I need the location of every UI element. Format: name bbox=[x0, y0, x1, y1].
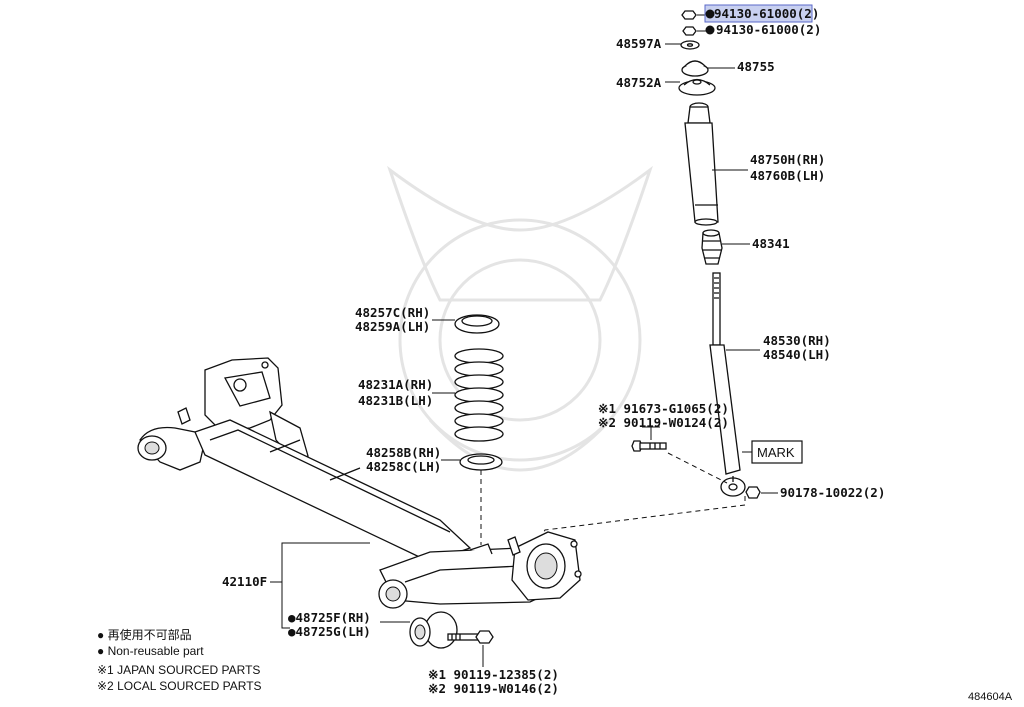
watermark-logo bbox=[387, 165, 653, 472]
upper-insulator-48257C[interactable] bbox=[454, 314, 500, 334]
shock-absorber-48530[interactable] bbox=[709, 272, 746, 497]
diagram-code: 484604A bbox=[968, 691, 1013, 703]
leader-lines-shock bbox=[642, 14, 778, 494]
label-48257C[interactable]: 48257C(RH) bbox=[355, 305, 430, 320]
label-90119-W0146[interactable]: ※2 90119-W0146(2) bbox=[428, 681, 559, 696]
label-90178[interactable]: 90178-10022(2) bbox=[780, 485, 885, 500]
alignment-dashes bbox=[480, 452, 746, 545]
label-48231A[interactable]: 48231A(RH) bbox=[358, 377, 433, 392]
label-90119-W0124[interactable]: ※2 90119-W0124(2) bbox=[598, 415, 729, 430]
label-top-nut-highlighted[interactable]: 94130-61000(2) bbox=[714, 6, 819, 21]
label-48750H[interactable]: 48750H(RH) bbox=[750, 152, 825, 167]
label-48755[interactable]: 48755 bbox=[737, 59, 775, 74]
label-91673[interactable]: ※1 91673-G1065(2) bbox=[598, 401, 729, 416]
top-nut-1[interactable] bbox=[681, 10, 697, 20]
highlight-box bbox=[704, 4, 813, 23]
label-top-nut[interactable]: 94130-61000(2) bbox=[716, 22, 821, 37]
label-48725F[interactable]: ●48725F(RH) bbox=[288, 610, 371, 625]
label-48231B[interactable]: 48231B(LH) bbox=[358, 393, 433, 408]
label-42110F[interactable]: 42110F bbox=[222, 574, 267, 589]
label-48258C[interactable]: 48258C(LH) bbox=[366, 459, 441, 474]
leader-lines-axle bbox=[270, 542, 484, 667]
bush-bolt-90119[interactable] bbox=[447, 630, 494, 644]
label-48540[interactable]: 48540(LH) bbox=[763, 347, 831, 362]
lower-insulator-48258B[interactable] bbox=[459, 453, 503, 471]
bump-stopper-48341[interactable] bbox=[701, 229, 723, 265]
mark-box bbox=[751, 440, 803, 464]
lower-nut-90178[interactable] bbox=[745, 486, 761, 499]
label-48597A[interactable]: 48597A bbox=[616, 36, 662, 51]
top-nut-2[interactable] bbox=[682, 26, 697, 36]
bushing-48725F[interactable] bbox=[409, 611, 458, 649]
label-48760B[interactable]: 48760B(LH) bbox=[750, 168, 825, 183]
label-48341[interactable]: 48341 bbox=[752, 236, 790, 251]
legend-local-sourced: ※2 LOCAL SOURCED PARTS bbox=[97, 679, 262, 693]
legend-japan-sourced: ※1 JAPAN SOURCED PARTS bbox=[97, 663, 260, 677]
label-48258B[interactable]: 48258B(RH) bbox=[366, 445, 441, 460]
label-48259A[interactable]: 48259A(LH) bbox=[355, 319, 430, 334]
seat-48752A[interactable] bbox=[678, 78, 716, 96]
insulator-48755[interactable] bbox=[681, 60, 709, 77]
label-90119-12385[interactable]: ※1 90119-12385(2) bbox=[428, 667, 559, 682]
boot-48750H[interactable] bbox=[684, 102, 719, 226]
bolt-91673[interactable] bbox=[631, 440, 667, 452]
non-reusable-dot-2 bbox=[705, 25, 715, 35]
coil-spring-48231A[interactable] bbox=[454, 348, 504, 442]
non-reusable-dot-1 bbox=[705, 9, 715, 19]
legend-non-reusable-en: ● Non-reusable part bbox=[97, 644, 204, 658]
washer-48597A[interactable] bbox=[680, 40, 700, 50]
legend-non-reusable-jp: ● 再使用不可部品 bbox=[97, 627, 192, 642]
label-48752A[interactable]: 48752A bbox=[616, 75, 662, 90]
label-48725G[interactable]: ●48725G(LH) bbox=[288, 624, 371, 639]
axle-beam-42110F[interactable] bbox=[137, 357, 582, 609]
label-mark: MARK bbox=[757, 445, 795, 460]
leader-lines-spring bbox=[432, 319, 460, 461]
label-48530[interactable]: 48530(RH) bbox=[763, 333, 831, 348]
